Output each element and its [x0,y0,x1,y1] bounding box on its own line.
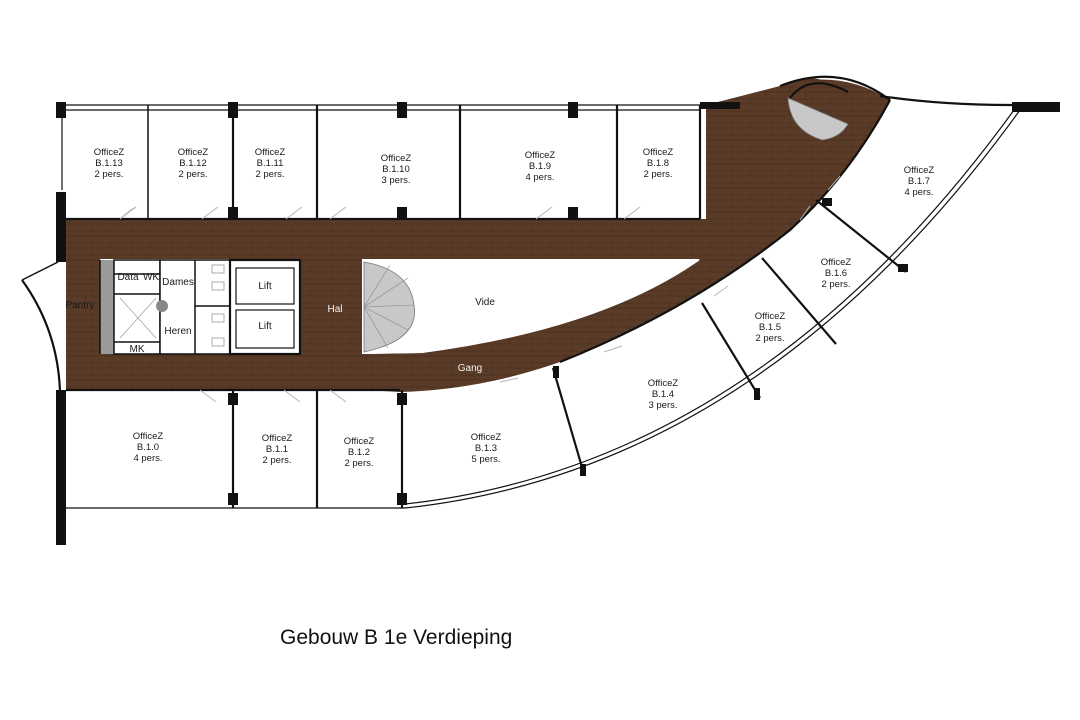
room-capacity: 2 pers. [94,169,123,180]
room-code: B.1.6 [825,268,847,279]
gang-label: Gang [458,363,482,374]
room-name: OfficeZ [94,147,125,158]
heren-label: Heren [164,326,191,337]
room-capacity: 2 pers. [755,333,784,344]
room-code: B.1.12 [179,158,206,169]
hal-label: Hal [327,304,342,315]
room-code: B.1.7 [908,176,930,187]
curved-facade [404,75,1059,509]
room-name: OfficeZ [262,433,293,444]
room-code: B.1.5 [759,322,781,333]
room-capacity: 2 pers. [643,169,672,180]
service-core [100,258,302,356]
room-name: OfficeZ [648,378,679,389]
vide-label: Vide [475,297,495,308]
room-capacity: 2 pers. [344,458,373,469]
room-name: OfficeZ [471,432,502,443]
room-name: OfficeZ [133,431,164,442]
pantry-facade [21,260,101,545]
vide-stair [363,261,415,353]
room-code: B.1.11 [257,158,284,169]
pantry-label: Pantry [66,300,95,311]
room-capacity: 2 pers. [821,279,850,290]
wk-label: WK [143,272,159,283]
room-name: OfficeZ [381,153,412,164]
room-capacity: 2 pers. [255,169,284,180]
room-code: B.1.1 [266,444,288,455]
lift-2-label: Lift [258,321,272,332]
room-name: OfficeZ [525,150,556,161]
room-code: B.1.9 [529,161,551,172]
room-code: B.1.8 [647,158,669,169]
room-capacity: 2 pers. [262,455,291,466]
top-stair [785,78,850,141]
lift-1-label: Lift [258,281,272,292]
room-code: B.1.4 [652,389,674,400]
room-capacity: 4 pers. [904,187,933,198]
floor-title: Gebouw B 1e Verdieping [280,626,513,649]
data-label: Data [117,272,139,283]
mk-label: MK [130,344,145,355]
room-name: OfficeZ [643,147,674,158]
room-code: B.1.0 [137,442,159,453]
room-code: B.1.10 [382,164,409,175]
room-capacity: 2 pers. [178,169,207,180]
room-capacity: 5 pers. [471,454,500,465]
top-offices-walls [60,104,702,221]
room-capacity: 4 pers. [525,172,554,183]
bottom-offices-walls [66,388,405,509]
room-name: OfficeZ [178,147,209,158]
room-name: OfficeZ [821,257,852,268]
room-name: OfficeZ [904,165,935,176]
corridor-floor [66,79,890,393]
room-name: OfficeZ [255,147,286,158]
room-capacity: 3 pers. [648,400,677,411]
dames-label: Dames [162,277,194,288]
doors [119,175,841,403]
room-name: OfficeZ [755,311,786,322]
room-name: OfficeZ [344,436,375,447]
room-code: B.1.13 [95,158,122,169]
room-code: B.1.2 [348,447,370,458]
vide-area [362,260,700,354]
room-code: B.1.3 [475,443,497,454]
room-capacity: 4 pers. [133,453,162,464]
room-capacity: 3 pers. [381,175,410,186]
